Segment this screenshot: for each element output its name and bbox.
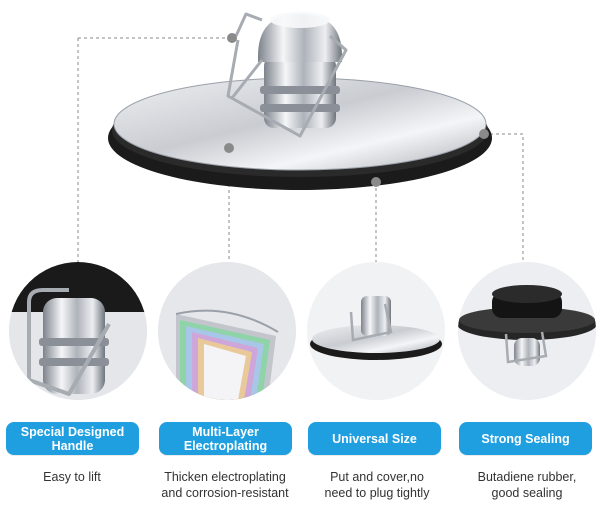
feature-image-handle xyxy=(9,262,147,400)
feature-image-electroplating xyxy=(158,262,296,400)
guide-dot xyxy=(371,177,381,187)
feature-desc-strong-sealing: Butadiene rubber,good sealing xyxy=(477,470,577,500)
guide-lines xyxy=(77,37,524,262)
feature-title-strong-sealing: Strong Sealing xyxy=(459,422,592,455)
drain-plug xyxy=(108,12,492,190)
product-hero-image xyxy=(77,12,524,262)
guide-dot xyxy=(227,33,237,43)
feature-title-universal-size: Universal Size xyxy=(308,422,441,455)
guide-dot xyxy=(479,129,489,139)
feature-desc-handle: Easy to lift xyxy=(43,470,101,484)
feature-image-strong-sealing xyxy=(458,262,596,400)
guide-dot xyxy=(224,143,234,153)
feature-image-universal-size xyxy=(307,262,445,400)
